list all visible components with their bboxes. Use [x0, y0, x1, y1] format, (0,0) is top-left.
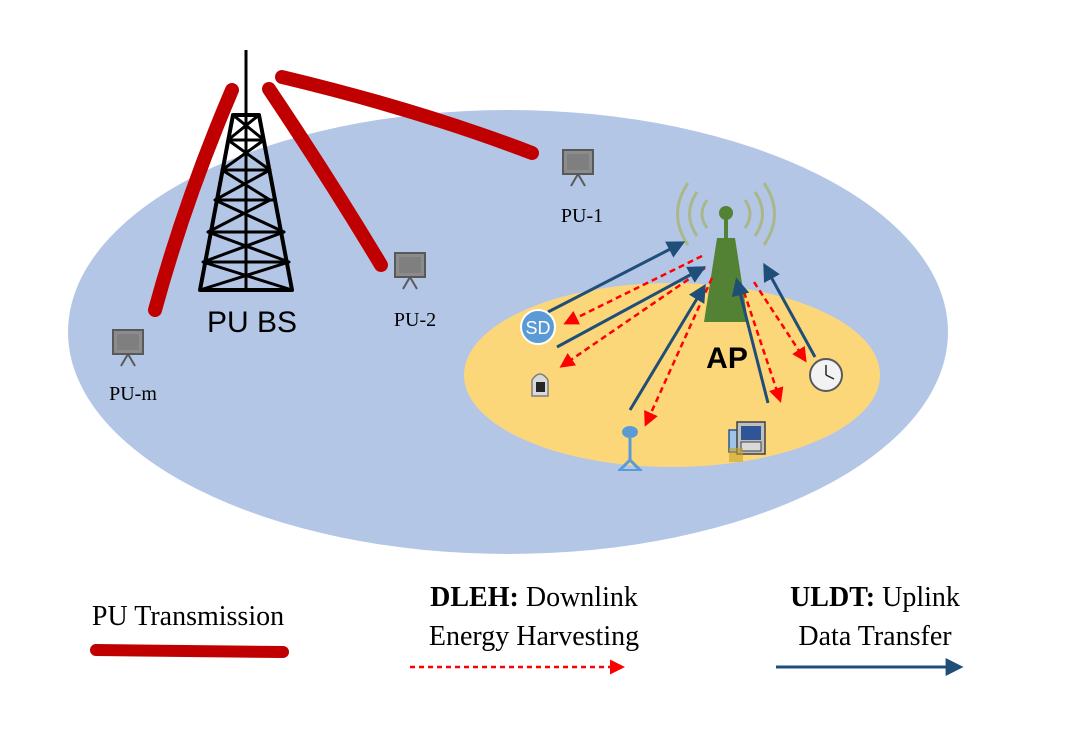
beam-to-pu-2: [262, 82, 388, 272]
pu-2-label: PU-2: [394, 309, 436, 331]
legend-pu-transmission-swatch: [90, 644, 289, 658]
legend-uldt-label: ULDT: Uplink: [790, 582, 960, 613]
pu-m-icon: [112, 329, 144, 367]
legend-dleh-text: Downlink: [519, 582, 638, 613]
sd-badge-icon: SD: [520, 309, 556, 345]
pu-transmission-beams: [148, 70, 539, 317]
pu-bs-label: PU BS: [207, 306, 297, 339]
uplink-arrows: [547, 241, 817, 411]
satellite-dish-icon: [618, 426, 642, 472]
pu-2-icon: [394, 252, 426, 290]
ap-tower-icon: [676, 182, 776, 322]
pu-bs-tower-icon: [198, 50, 294, 292]
ap-label: AP: [706, 342, 748, 375]
user-device-icon: [531, 373, 549, 397]
legend-pu-transmission-label: PU Transmission: [92, 601, 284, 632]
legend-dleh-label: DLEH: Downlink: [430, 582, 638, 613]
pu-1-label: PU-1: [561, 205, 603, 227]
beam-to-pu-1: [275, 70, 539, 160]
legend-dleh-line2: Energy Harvesting: [429, 621, 639, 652]
beam-to-pu-m: [148, 83, 239, 317]
ap-coverage-area: [464, 283, 880, 467]
legend-uldt-abbr: ULDT:: [790, 582, 875, 613]
downlink-arrows: [559, 254, 807, 427]
pu-1-icon: [562, 149, 594, 187]
legend: PU Transmission DLEH: Downlink Energy Ha…: [90, 582, 964, 676]
clock-icon: [809, 358, 843, 392]
legend-dleh-abbr: DLEH:: [430, 582, 519, 613]
pu-m-label: PU-m: [109, 383, 157, 405]
sd-label: SD: [525, 318, 550, 338]
legend-uldt-line2: Data Transfer: [798, 621, 952, 652]
legend-uldt-text: Uplink: [875, 582, 960, 613]
computer-terminal-icon: [728, 421, 766, 462]
